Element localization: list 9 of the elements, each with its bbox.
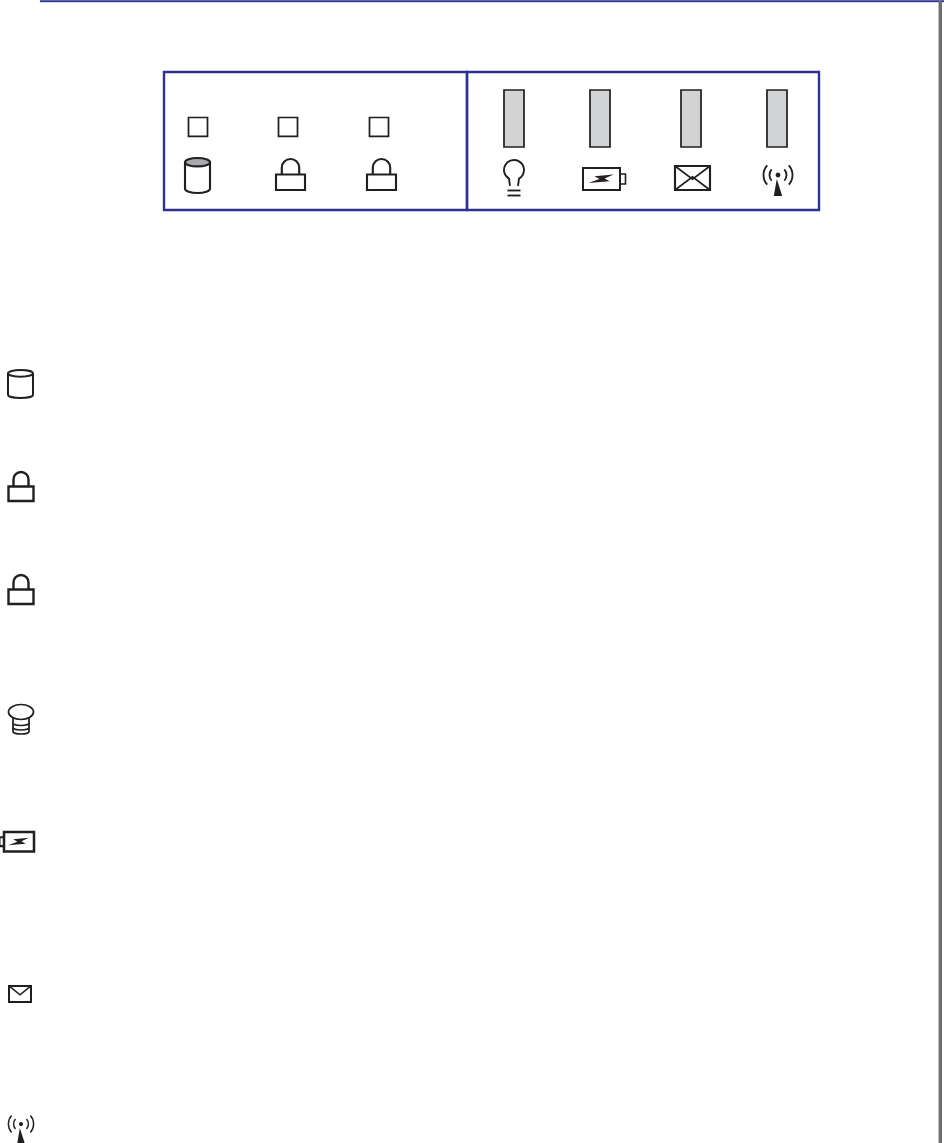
indicator-panel bbox=[465, 70, 821, 212]
indicator-light bbox=[187, 116, 209, 138]
indicator-panel bbox=[162, 70, 469, 212]
indicator-light bbox=[589, 89, 611, 148]
indicator-light bbox=[277, 116, 299, 138]
indicator-light bbox=[503, 89, 525, 148]
indicator-light bbox=[680, 89, 702, 148]
indicator-light bbox=[368, 116, 390, 138]
indicator-light bbox=[766, 89, 788, 148]
